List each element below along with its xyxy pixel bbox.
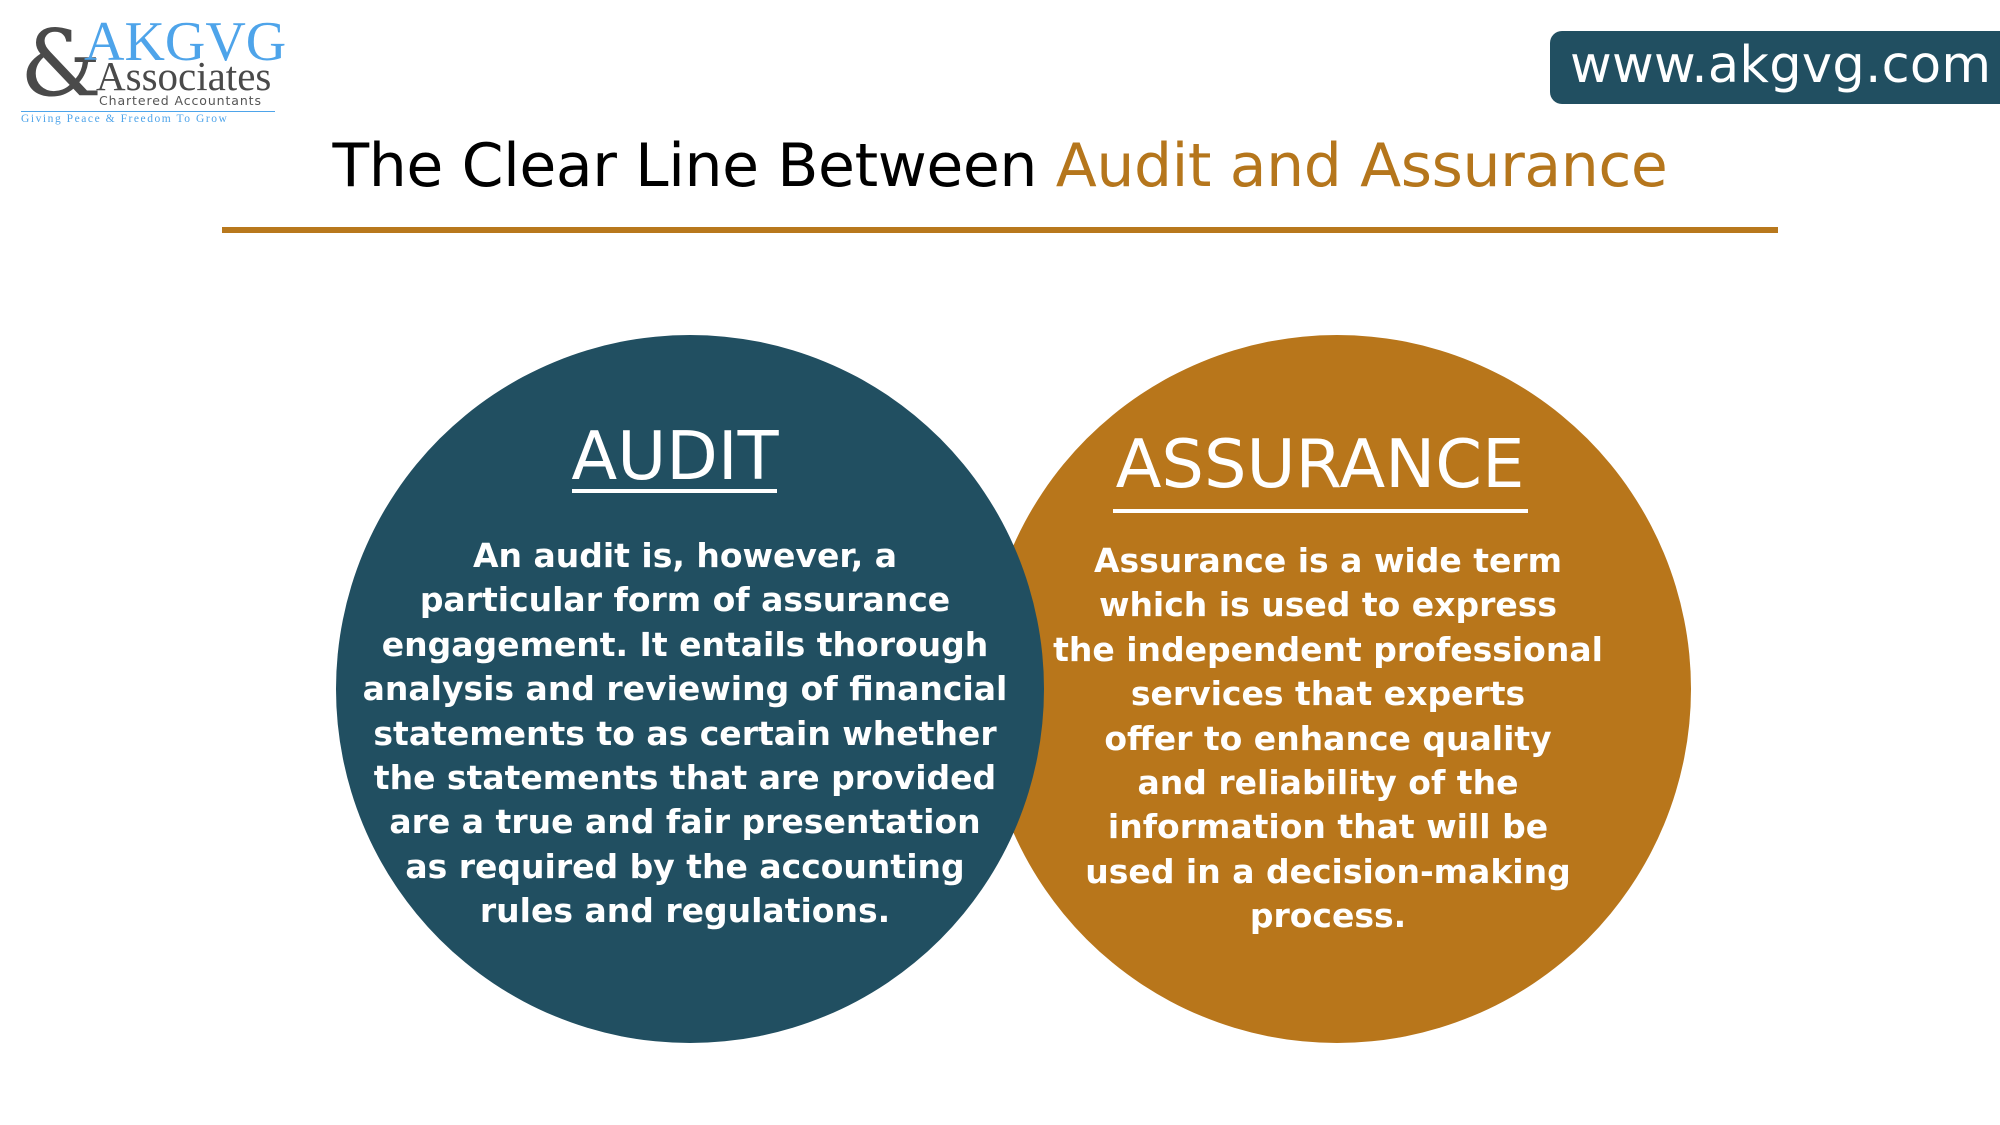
website-url[interactable]: www.akgvg.com: [1570, 36, 1992, 95]
assurance-heading: ASSURANCE: [1115, 425, 1525, 503]
assurance-line: offer to enhance quality: [1104, 718, 1552, 758]
audit-line: statements to as certain whether: [373, 713, 997, 753]
assurance-description: Assurance is a wide term which is used t…: [1018, 539, 1638, 939]
logo-name: AKGVG: [84, 11, 287, 73]
audit-heading-underline: [572, 489, 777, 493]
assurance-circle: [983, 335, 1691, 1043]
audit-line: rules and regulations.: [479, 891, 891, 931]
logo-divider: [21, 111, 275, 112]
audit-line: are a true and fair presentation: [389, 802, 981, 842]
audit-line: as required by the accounting: [405, 846, 965, 886]
logo-ampersand: &: [20, 10, 102, 117]
assurance-line: information that will be: [1107, 807, 1549, 847]
assurance-line: used in a decision-making: [1085, 851, 1571, 891]
audit-heading: AUDIT: [571, 417, 779, 495]
audit-line: An audit is, however, a: [472, 536, 898, 575]
assurance-line: which is used to express: [1098, 585, 1558, 625]
assurance-line: services that experts: [1130, 674, 1526, 714]
assurance-line: the independent professional: [1053, 629, 1603, 669]
assurance-line: process.: [1249, 896, 1407, 936]
logo-associates: Associates: [96, 53, 272, 99]
assurance-line: Assurance is a wide term: [1093, 541, 1563, 580]
logo-subtitle: Chartered Accountants: [99, 93, 262, 108]
audit-description: An audit is, however, a particular form …: [330, 534, 1040, 934]
website-badge[interactable]: www.akgvg.com: [1550, 31, 2000, 104]
assurance-line: and reliability of the: [1137, 763, 1519, 803]
title-prefix: The Clear Line Between: [332, 131, 1056, 201]
title-underline: [222, 227, 1778, 233]
page-title: The Clear Line Between Audit and Assuran…: [222, 128, 1778, 204]
logo-tagline: Giving Peace & Freedom To Grow: [21, 113, 229, 125]
audit-line: the statements that are provided: [373, 758, 997, 798]
company-logo: & AKGVG Associates Chartered Accountants…: [0, 0, 290, 130]
audit-line: analysis and reviewing of financial: [362, 669, 1008, 709]
audit-line: particular form of assurance: [419, 580, 951, 620]
assurance-heading-underline: [1113, 509, 1528, 513]
title-accent: Audit and Assurance: [1055, 131, 1668, 201]
audit-circle: [336, 335, 1044, 1043]
audit-line: engagement. It entails thorough: [381, 624, 989, 664]
